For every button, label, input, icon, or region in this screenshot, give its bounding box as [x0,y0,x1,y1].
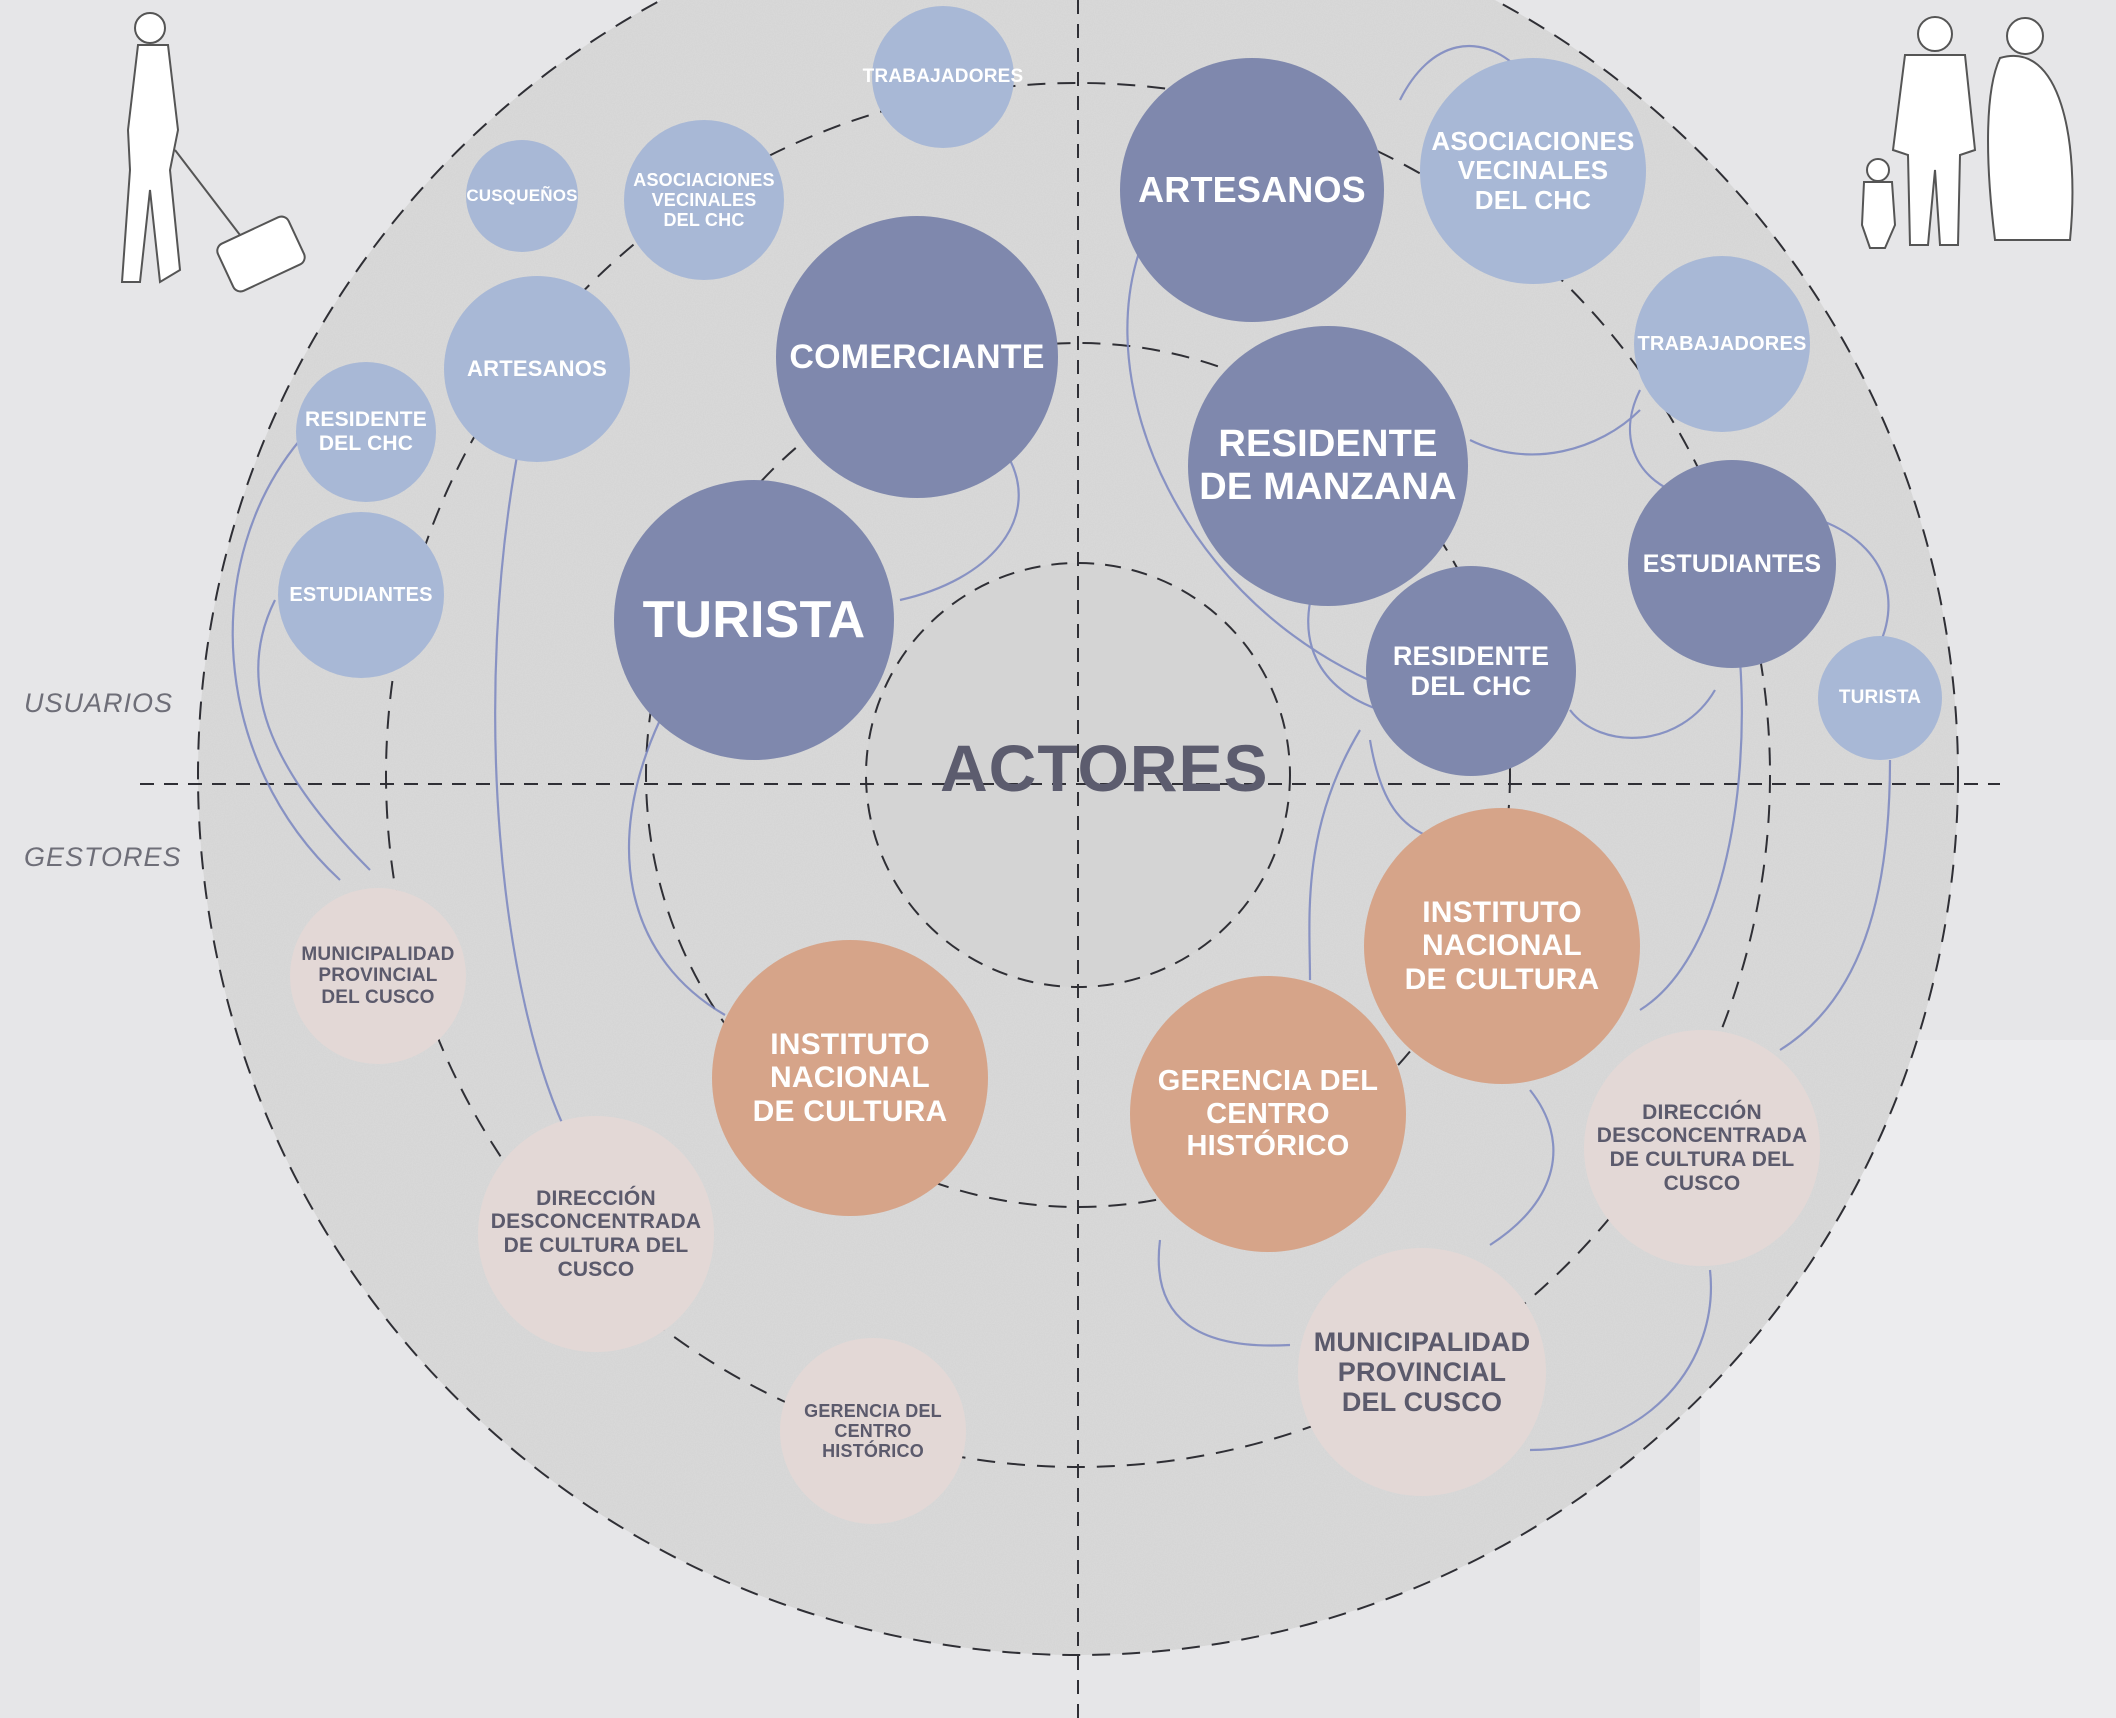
connector [1157,1239,1291,1347]
connector [1779,759,1892,1051]
traveler-with-suitcase-icon [120,12,306,293]
actor-residente-manzana: RESIDENTE DE MANZANA [1188,326,1468,606]
actor-artesanos-right: ARTESANOS [1120,58,1384,322]
inner-ring [645,342,1511,1208]
actor-label: ESTUDIANTES [289,583,433,606]
actor-comerciante: COMERCIANTE [776,216,1058,498]
actor-estudiantes-left: ESTUDIANTES [278,512,444,678]
connector [1308,729,1361,981]
connector [1529,1269,1713,1452]
actor-cusquenos: CUSQUEÑOS [466,140,578,252]
gestores-label: GESTORES [24,842,182,872]
usuarios-label: USUARIOS [24,688,174,718]
actor-label: INSTITUTO NACIONAL DE CULTURA [752,1027,948,1128]
actor-trabajadores-right: TRABAJADORES [1634,256,1810,432]
connector [627,719,726,1016]
actor-label: COMERCIANTE [789,337,1045,376]
actor-asociaciones-right: ASOCIACIONES VECINALES DEL CHC [1420,58,1646,284]
actor-label: ESTUDIANTES [1642,550,1822,578]
connector [1489,1089,1555,1246]
actor-label: TRABAJADORES [862,66,1024,88]
actor-label: TRABAJADORES [1637,332,1807,355]
actor-label: RESIDENTE DE MANZANA [1199,423,1457,508]
actor-label: CUSQUEÑOS [466,186,578,206]
actor-inc-left: INSTITUTO NACIONAL DE CULTURA [712,940,988,1216]
actor-label: GERENCIA DEL CENTRO HISTÓRICO [804,1400,942,1462]
actor-gerencia-right: GERENCIA DEL CENTRO HISTÓRICO [1130,976,1406,1252]
actor-turista-left: TURISTA [614,480,894,760]
actor-municipalidad-left: MUNICIPALIDAD PROVINCIAL DEL CUSCO [290,888,466,1064]
actor-label: TURISTA [642,590,866,649]
actor-label: MUNICIPALIDAD PROVINCIAL DEL CUSCO [1313,1326,1531,1418]
connector [494,439,571,1141]
actor-label: ARTESANOS [467,355,607,381]
actor-label: ASOCIACIONES VECINALES DEL CHC [633,169,775,231]
actor-residente-chc-left: RESIDENTE DEL CHC [296,362,436,502]
connector [257,599,371,871]
connector [1399,45,1521,101]
center-title: ACTORES [940,731,1269,805]
actor-label: MUNICIPALIDAD PROVINCIAL DEL CUSCO [301,944,455,1008]
connector [1469,409,1641,456]
actor-direccion-right: DIRECCIÓN DESCONCENTRADA DE CULTURA DEL … [1584,1030,1820,1266]
actor-gerencia-left: GERENCIA DEL CENTRO HISTÓRICO [780,1338,966,1524]
actor-label: TURISTA [1838,687,1922,709]
connector [1569,689,1716,739]
actor-artesanos-left: ARTESANOS [444,276,630,462]
actor-asociaciones-left: ASOCIACIONES VECINALES DEL CHC [624,120,784,280]
actor-estudiantes-right: ESTUDIANTES [1628,460,1836,668]
actor-trabajadores-left: TRABAJADORES [863,6,1023,148]
actor-label: RESIDENTE DEL CHC [1392,640,1550,701]
actor-municipalidad-right: MUNICIPALIDAD PROVINCIAL DEL CUSCO [1298,1248,1546,1496]
connector [1126,199,1461,712]
actor-direccion-left: DIRECCIÓN DESCONCENTRADA DE CULTURA DEL … [478,1116,714,1352]
connector [899,459,1020,602]
family-group-icon [1860,16,2074,249]
actor-turista-right: TURISTA [1818,636,1942,760]
actor-inc-right: INSTITUTO NACIONAL DE CULTURA [1364,808,1640,1084]
actor-label: DIRECCIÓN DESCONCENTRADA DE CULTURA DEL … [1596,1100,1808,1195]
connector [231,439,341,881]
actor-residente-chc-right: RESIDENTE DEL CHC [1366,566,1576,776]
actor-label: DIRECCIÓN DESCONCENTRADA DE CULTURA DEL … [490,1186,702,1281]
actor-label: ARTESANOS [1138,168,1366,210]
connector [1639,659,1743,1011]
actor-label: INSTITUTO NACIONAL DE CULTURA [1404,895,1600,996]
connector [1628,389,1671,491]
actor-label: ASOCIACIONES VECINALES DEL CHC [1431,126,1635,215]
actor-label: RESIDENTE DEL CHC [305,408,427,455]
outer-ring [197,0,1959,1656]
actor-label: GERENCIA DEL CENTRO HISTÓRICO [1157,1065,1379,1163]
